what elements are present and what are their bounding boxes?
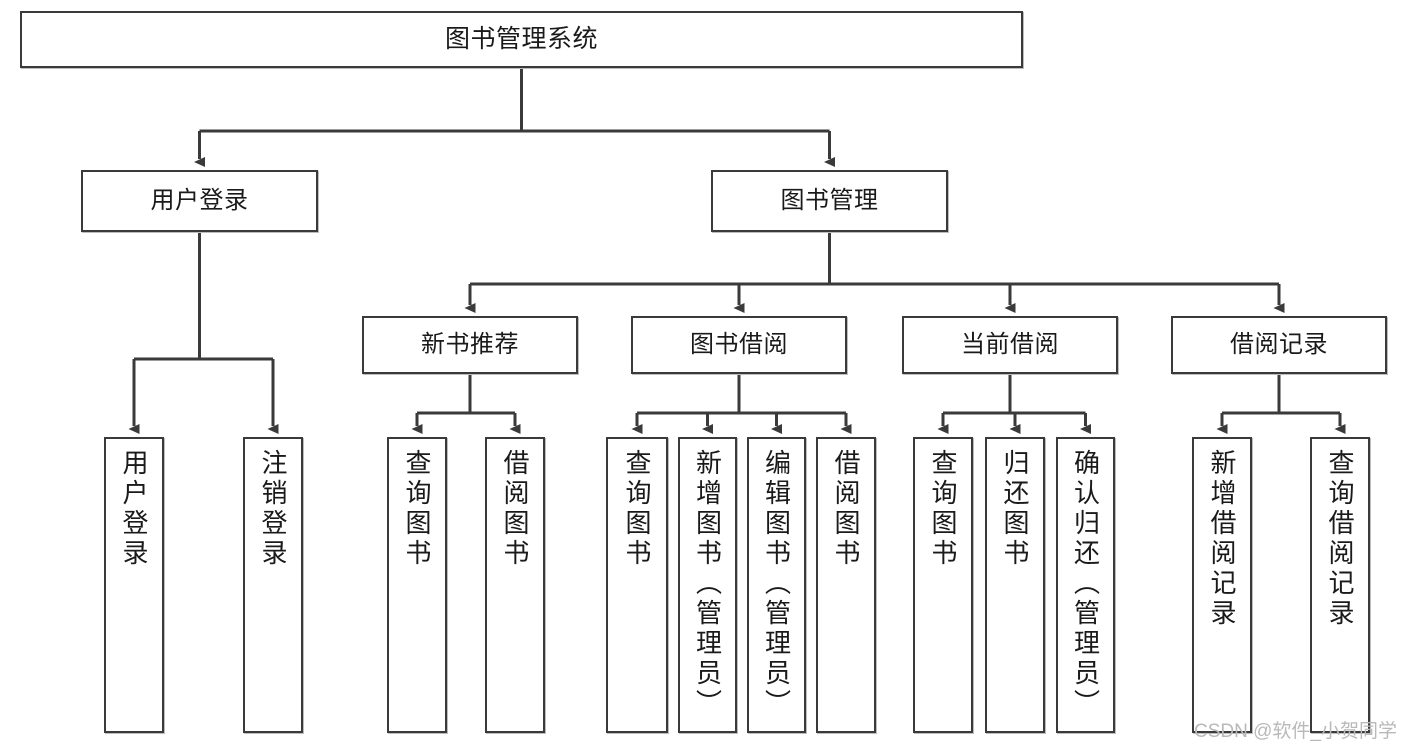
node-label-leaf-query-book-1: 查询图书 <box>402 449 432 569</box>
node-label-leaf-add-record: 新增借阅记录 <box>1207 449 1237 629</box>
node-label-leaf-add-book: 新增图书（管理员） <box>692 449 723 719</box>
node-leaf-return-book[interactable]: 归还图书 <box>985 437 1045 733</box>
node-leaf-add-record[interactable]: 新增借阅记录 <box>1192 437 1252 733</box>
node-current-borrow[interactable]: 当前借阅 <box>902 316 1118 374</box>
node-leaf-user-logout[interactable]: 注销登录 <box>243 437 303 733</box>
node-label-book-manage: 图书管理 <box>780 186 879 214</box>
node-label-leaf-borrow-book-2: 借阅图书 <box>831 449 861 569</box>
node-leaf-edit-book[interactable]: 编辑图书（管理员） <box>747 437 806 733</box>
node-label-leaf-query-record: 查询借阅记录 <box>1325 449 1355 629</box>
node-label-leaf-return-book: 归还图书 <box>1000 449 1030 569</box>
node-user-login[interactable]: 用户登录 <box>81 170 318 232</box>
node-label-book-borrow: 图书借阅 <box>690 330 788 358</box>
node-leaf-borrow-book-1[interactable]: 借阅图书 <box>485 437 545 733</box>
node-book-borrow[interactable]: 图书借阅 <box>631 316 847 374</box>
node-label-leaf-user-login: 用户登录 <box>119 449 149 569</box>
node-label-new-book-rec: 新书推荐 <box>421 330 519 358</box>
node-label-leaf-borrow-book-1: 借阅图书 <box>500 449 530 569</box>
node-label-current-borrow: 当前借阅 <box>961 330 1059 358</box>
node-label-leaf-confirm-ret: 确认归还（管理员） <box>1070 449 1101 719</box>
node-label-leaf-query-book-3: 查询图书 <box>928 449 958 569</box>
node-leaf-user-login[interactable]: 用户登录 <box>104 437 164 733</box>
node-book-manage[interactable]: 图书管理 <box>711 170 948 232</box>
node-label-leaf-user-logout: 注销登录 <box>258 449 288 569</box>
node-root[interactable]: 图书管理系统 <box>20 11 1023 68</box>
watermark-label: CSDN @软件_小贺同学 <box>1194 721 1397 742</box>
node-leaf-confirm-ret[interactable]: 确认归还（管理员） <box>1056 437 1115 733</box>
node-leaf-borrow-book-2[interactable]: 借阅图书 <box>816 437 876 733</box>
node-label-leaf-edit-book: 编辑图书（管理员） <box>761 449 792 719</box>
node-leaf-query-book-3[interactable]: 查询图书 <box>913 437 973 733</box>
node-leaf-query-record[interactable]: 查询借阅记录 <box>1310 437 1370 733</box>
node-borrow-record[interactable]: 借阅记录 <box>1171 316 1387 374</box>
node-label-borrow-record: 借阅记录 <box>1230 330 1328 358</box>
node-leaf-query-book-2[interactable]: 查询图书 <box>606 437 668 733</box>
node-label-root: 图书管理系统 <box>444 24 598 53</box>
node-leaf-add-book[interactable]: 新增图书（管理员） <box>678 437 737 733</box>
node-label-user-login: 用户登录 <box>150 186 249 214</box>
node-leaf-query-book-1[interactable]: 查询图书 <box>387 437 447 733</box>
node-new-book-rec[interactable]: 新书推荐 <box>362 316 578 374</box>
node-label-leaf-query-book-2: 查询图书 <box>622 449 652 569</box>
